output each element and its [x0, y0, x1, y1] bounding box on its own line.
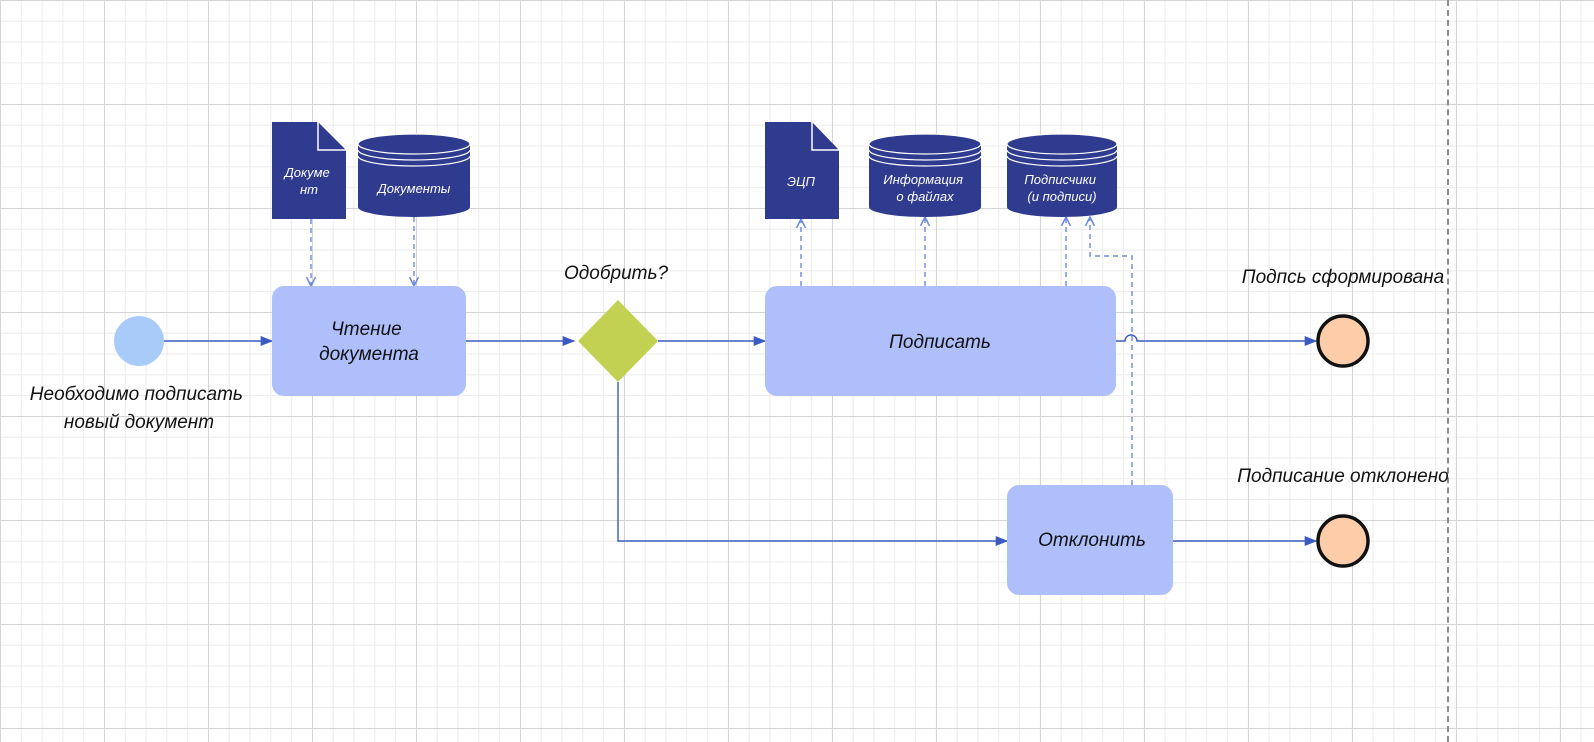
svg-text:Информация о файлах: Информация о файлах	[883, 172, 966, 204]
data-object-document-shape	[272, 122, 346, 219]
data-object-document-label-line1: Докуме	[283, 165, 330, 180]
task-read-document-label-line2: документа	[319, 344, 419, 365]
data-store-documents-label: Документы	[376, 181, 451, 196]
data-object-signature-shape	[765, 122, 839, 219]
data-store-file-info-label-line2: о файлах	[896, 189, 954, 204]
task-reject-label: Отклонить	[1038, 530, 1146, 551]
end-event-rejected-label: Подписание отклонено	[1237, 466, 1449, 487]
end-event-signed[interactable]	[1316, 314, 1370, 368]
task-reject[interactable]: Отклонить	[1007, 485, 1173, 595]
data-object-signature[interactable]: ЭЦП	[765, 122, 839, 219]
data-store-subscribers-label-line2: (и подписи)	[1027, 189, 1096, 204]
data-associations	[311, 217, 1133, 485]
sequence-flows	[164, 334, 1318, 547]
start-event-label-line2: новый документ	[64, 412, 214, 433]
end-event-signed-circle	[1316, 314, 1370, 368]
data-store-file-info-label-line1: Информация	[883, 172, 963, 187]
data-store-subscribers-label-line1: Подписчики	[1024, 172, 1096, 187]
task-sign[interactable]: Подписать	[765, 286, 1116, 396]
assoc-reject-to-subscribers[interactable]	[1090, 217, 1133, 485]
svg-text:Подписчики (и подписи): Подписчики (и подписи)	[1024, 172, 1099, 204]
data-object-document-label-line2: нт	[300, 182, 318, 197]
end-event-signed-label: Подпсь сформирована	[1242, 267, 1444, 288]
data-object-document[interactable]: Докуме нт	[272, 122, 346, 219]
flow-gateway-to-reject[interactable]	[617, 382, 1009, 547]
task-reject-box	[1007, 485, 1173, 595]
start-event-label-line1: Необходимо подписать	[30, 384, 243, 405]
end-event-rejected[interactable]	[1316, 514, 1370, 568]
svg-text:Необходимо подписать нов: Необходимо подписать новый документ	[30, 384, 248, 433]
data-object-document-fold	[317, 122, 346, 151]
end-event-rejected-circle	[1316, 514, 1370, 568]
gateway-diamond	[578, 300, 658, 382]
gateway-label: Одобрить?	[564, 263, 668, 284]
data-store-subscribers[interactable]: Подписчики (и подписи)	[1006, 133, 1118, 217]
start-event[interactable]	[114, 316, 164, 366]
data-store-file-info[interactable]: Информация о файлах	[868, 133, 982, 217]
task-read-document-box	[272, 286, 466, 396]
start-event-circle	[114, 316, 164, 366]
task-read-document[interactable]: Чтение документа	[272, 286, 466, 396]
data-store-documents-body	[358, 134, 470, 217]
data-object-signature-fold	[811, 122, 839, 151]
data-store-documents[interactable]: Документы	[357, 133, 471, 217]
gateway-approve[interactable]	[578, 300, 658, 382]
flow-sign-to-end-signed[interactable]	[1116, 334, 1318, 347]
page-break-line	[1447, 0, 1449, 742]
task-sign-label: Подписать	[889, 332, 991, 353]
svg-text:Докуме нт: Докуме нт	[283, 165, 334, 197]
svg-text:Чтение документа: Чтение документа	[319, 319, 419, 365]
data-object-signature-label: ЭЦП	[787, 174, 815, 189]
task-read-document-label-line1: Чтение	[331, 319, 402, 340]
task-sign-box	[765, 286, 1116, 396]
